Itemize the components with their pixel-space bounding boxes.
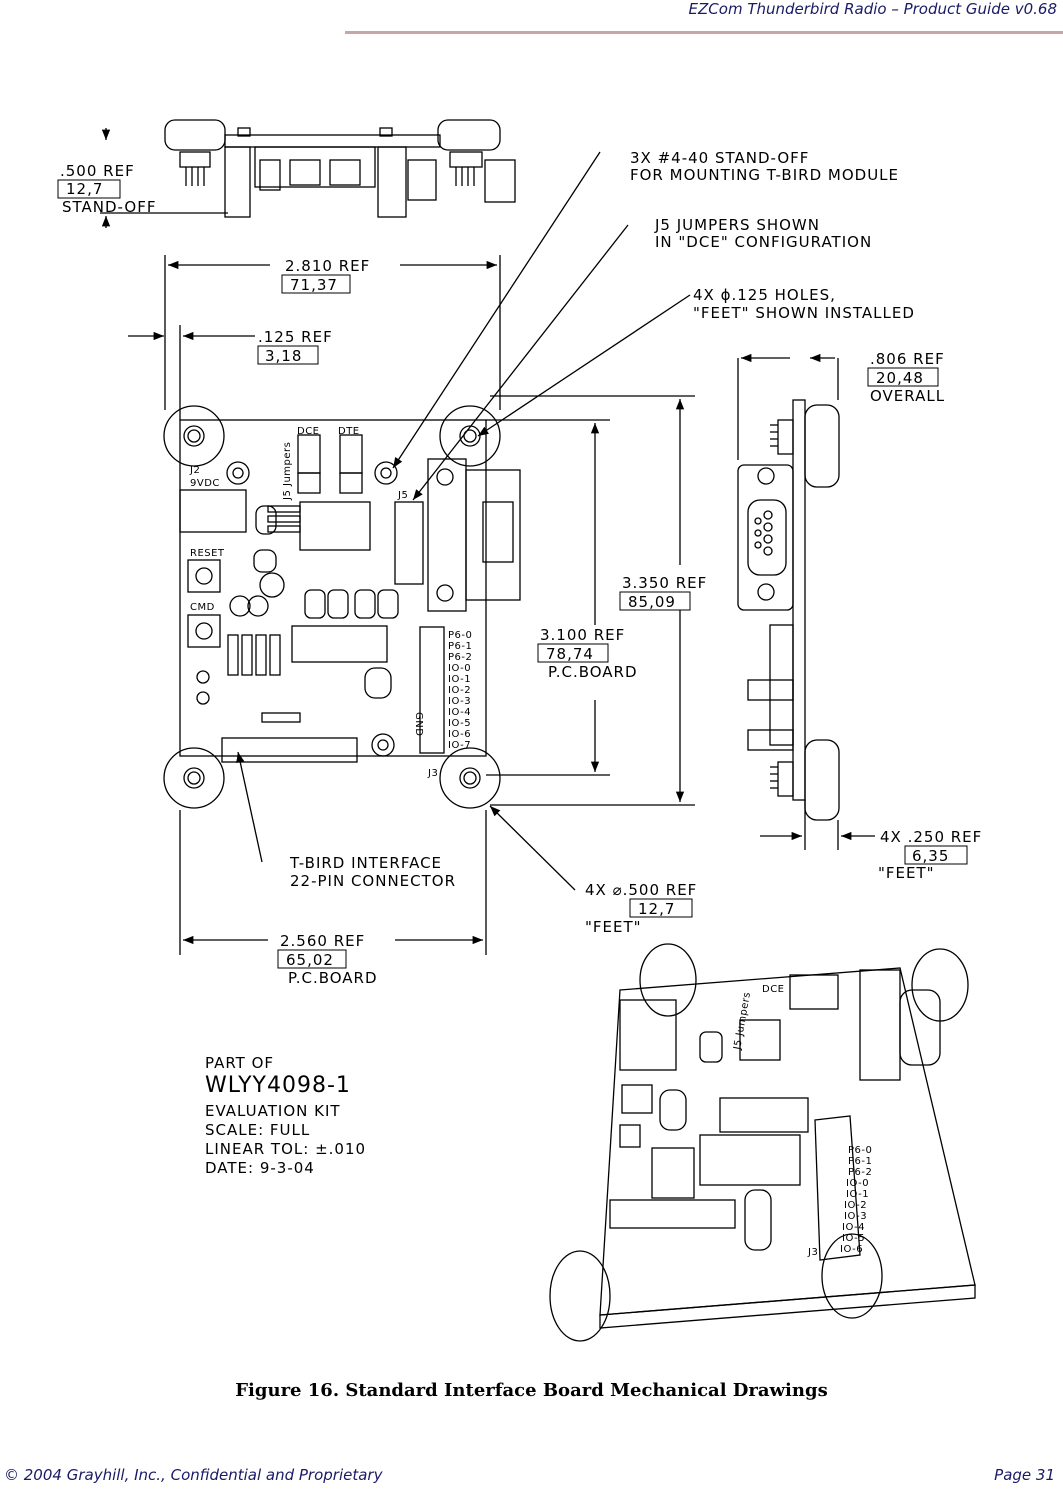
title-part-number: WLYY4098-1: [205, 1073, 351, 1098]
footer-page-number: Page 31: [994, 1466, 1055, 1484]
feet-dia-note: "FEET": [585, 918, 642, 936]
title-date: DATE: 9-3-04: [205, 1159, 315, 1177]
feet-height-note: "FEET": [878, 864, 935, 882]
footer-copyright: © 2004 Grayhill, Inc., Confidential and …: [4, 1466, 383, 1484]
board-pin-5: IO-2: [448, 685, 471, 696]
board-label-cmd: CMD: [190, 602, 215, 613]
iso-pin-7: IO-4: [842, 1222, 865, 1233]
iso-pin-6: IO-3: [844, 1211, 867, 1222]
board-label-jumpers: J5 Jumpers: [282, 442, 293, 501]
iso-pin-9: IO-6: [840, 1244, 863, 1255]
board-label-dte: DTE: [338, 426, 360, 437]
board-pin-3: IO-0: [448, 663, 471, 674]
board-pin-1: P6-1: [448, 641, 472, 652]
pcb-width-metric: 65,02: [286, 951, 334, 969]
holes-line1: 4X ϕ.125 HOLES,: [693, 286, 836, 304]
holes-line2: "FEET" SHOWN INSTALLED: [693, 304, 915, 322]
pcb-width-value: 2.560 REF: [280, 932, 365, 950]
board-label-j3: J3: [427, 768, 438, 779]
iso-pin-5: IO-2: [844, 1200, 867, 1211]
iso-label-dce: DCE: [762, 984, 785, 995]
pcb-height-value: 3.100 REF: [540, 626, 625, 644]
title-scale: SCALE: FULL: [205, 1121, 310, 1139]
standoff-height-value: .500 REF: [60, 162, 135, 180]
title-part-of: PART OF: [205, 1054, 274, 1072]
board-pin-2: P6-2: [448, 652, 472, 663]
standoff-mount-line2: FOR MOUNTING T-BIRD MODULE: [630, 166, 899, 184]
header-rule: [345, 31, 1063, 34]
standoff-mount-line1: 3X #4-40 STAND-OFF: [630, 149, 809, 167]
width-ref-value: 2.810 REF: [285, 257, 370, 275]
mechanical-drawing: .500 REF 12,7 STAND-OFF 3X #4-40 STAND-O…: [57, 119, 982, 1342]
feet-dia-value: 4X ⌀.500 REF: [585, 881, 697, 899]
iso-pin-3: IO-0: [846, 1178, 869, 1189]
overall-ref-metric: 20,48: [876, 369, 924, 387]
offset-ref-value: .125 REF: [258, 328, 333, 346]
top-view-board: [163, 405, 521, 809]
iso-label-jumpers: J5 Jumpers: [732, 991, 753, 1051]
iso-pin-1: P6-1: [848, 1156, 872, 1167]
side-view-right: [737, 399, 840, 821]
jumpers-shown-line1: J5 JUMPERS SHOWN: [654, 216, 820, 234]
board-label-j2: J2: [189, 465, 200, 476]
width-ref-metric: 71,37: [290, 276, 338, 294]
interface-line2: 22-PIN CONNECTOR: [290, 872, 456, 890]
board-label-gnd: GND: [413, 712, 424, 736]
board-label-reset: RESET: [190, 548, 225, 559]
header-title: EZCom Thunderbird Radio – Product Guide …: [688, 0, 1057, 18]
board-pin-10: IO-7: [448, 740, 471, 751]
board-label-dce: DCE: [297, 426, 320, 437]
iso-label-j3: J3: [807, 1247, 818, 1258]
pcb-width-note: P.C.BOARD: [288, 969, 378, 987]
iso-pin-0: P6-0: [848, 1145, 872, 1156]
board-pin-8: IO-5: [448, 718, 471, 729]
feet-height-value: 4X .250 REF: [880, 828, 982, 846]
board-label-j5: J5: [397, 490, 408, 501]
board-label-vdc: 9VDC: [190, 478, 220, 489]
iso-pin-4: IO-1: [846, 1189, 869, 1200]
standoff-height-metric: 12,7: [66, 180, 103, 198]
board-pin-6: IO-3: [448, 696, 471, 707]
figure-caption: Figure 16. Standard Interface Board Mech…: [235, 1380, 828, 1401]
board-pin-9: IO-6: [448, 729, 471, 740]
title-block: PART OF WLYY4098-1 EVALUATION KIT SCALE:…: [205, 1054, 366, 1177]
side-view-top: [100, 119, 516, 218]
overall-ref-note: OVERALL: [870, 387, 945, 405]
pcb-height-note: P.C.BOARD: [548, 663, 638, 681]
standoff-height-note: STAND-OFF: [62, 198, 156, 216]
offset-ref-metric: 3,18: [265, 347, 302, 365]
iso-pin-8: IO-5: [842, 1233, 865, 1244]
isometric-view: [549, 943, 976, 1342]
title-tolerance: LINEAR TOL: ±.010: [205, 1140, 366, 1158]
board-pin-7: IO-4: [448, 707, 471, 718]
feet-height-metric: 6,35: [912, 847, 949, 865]
board-pin-0: P6-0: [448, 630, 472, 641]
board-pin-4: IO-1: [448, 674, 471, 685]
jumpers-shown-line2: IN "DCE" CONFIGURATION: [655, 233, 872, 251]
iso-pin-2: P6-2: [848, 1167, 872, 1178]
overall-ref-value: .806 REF: [870, 350, 945, 368]
height-ref-value: 3.350 REF: [622, 574, 707, 592]
pcb-height-metric: 78,74: [546, 645, 594, 663]
height-ref-metric: 85,09: [628, 593, 676, 611]
interface-line1: T-BIRD INTERFACE: [289, 854, 442, 872]
feet-dia-metric: 12,7: [638, 900, 675, 918]
title-kit: EVALUATION KIT: [205, 1102, 341, 1120]
